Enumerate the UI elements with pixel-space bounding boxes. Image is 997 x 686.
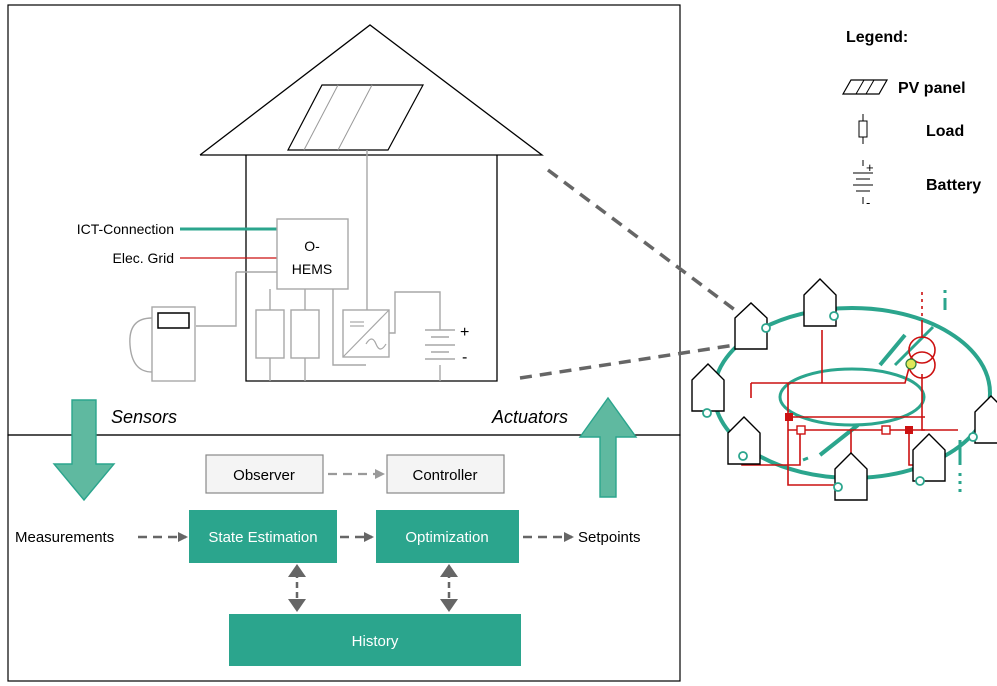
load-1 xyxy=(255,309,285,359)
smart-meter-icon xyxy=(129,306,196,382)
legend-title: Legend: xyxy=(846,29,908,46)
estimation-history-arrow xyxy=(288,564,306,612)
legend-load-icon xyxy=(858,114,868,144)
ict-connection-label: ICT-Connection xyxy=(77,221,174,237)
controller-box xyxy=(386,454,505,494)
history-box xyxy=(229,614,521,666)
grid-house-7 xyxy=(974,395,997,444)
zoom-dash-lower xyxy=(519,343,736,380)
legend-pv-icon xyxy=(841,79,889,95)
grid-house-3 xyxy=(691,363,725,412)
actuators-label: Actuators xyxy=(491,407,568,427)
bottom-panel-frame xyxy=(7,434,681,682)
grid-house-2 xyxy=(803,278,837,327)
controller-label: Controller xyxy=(412,467,477,484)
legend-pv-label: PV panel xyxy=(898,80,966,97)
observer-label: Observer xyxy=(233,467,295,484)
house-roof xyxy=(199,24,544,156)
load-2 xyxy=(290,309,320,359)
grid-house-5 xyxy=(834,452,868,501)
transformer-icon xyxy=(908,336,936,364)
setpoints-label: Setpoints xyxy=(578,529,641,546)
optimization-box xyxy=(376,510,519,563)
measurements-label: Measurements xyxy=(15,529,114,546)
inner-teal-ring xyxy=(778,367,926,427)
zoom-dash-upper xyxy=(546,168,737,312)
house-illustration xyxy=(129,24,544,382)
grid-network xyxy=(691,278,997,501)
grid-house-6 xyxy=(912,433,946,482)
legend-load-label: Load xyxy=(926,123,964,140)
elec-grid-label: Elec. Grid xyxy=(113,250,174,266)
observer-box xyxy=(205,454,324,494)
legend-battery-label: Battery xyxy=(926,177,981,194)
sensors-arrow xyxy=(52,399,116,502)
grid-house-4 xyxy=(727,416,761,465)
history-label: History xyxy=(352,633,399,650)
legend: Legend: PV panel Load + - Battery xyxy=(841,29,981,210)
battery-minus-label: - xyxy=(462,349,467,366)
svg-text:-: - xyxy=(866,195,870,210)
ohems-label-line1: O- xyxy=(304,238,320,254)
optimization-history-arrow xyxy=(440,564,458,612)
state-estimation-box xyxy=(189,510,337,563)
house-battery-icon xyxy=(425,329,455,360)
battery-plus-label: + xyxy=(460,324,469,341)
ohems-label-line2: HEMS xyxy=(292,261,332,277)
pv-panel-icon xyxy=(287,84,425,151)
ohems-box xyxy=(276,218,349,290)
sensors-label: Sensors xyxy=(111,407,177,427)
grid-house-1 xyxy=(734,302,768,350)
state-estimation-label: State Estimation xyxy=(208,529,317,546)
inverter-icon xyxy=(342,309,390,358)
actuators-arrow xyxy=(578,396,638,498)
optimization-label: Optimization xyxy=(405,529,488,546)
svg-text:+: + xyxy=(866,160,874,175)
legend-battery-icon: + - xyxy=(853,160,874,210)
house-body xyxy=(245,155,498,382)
